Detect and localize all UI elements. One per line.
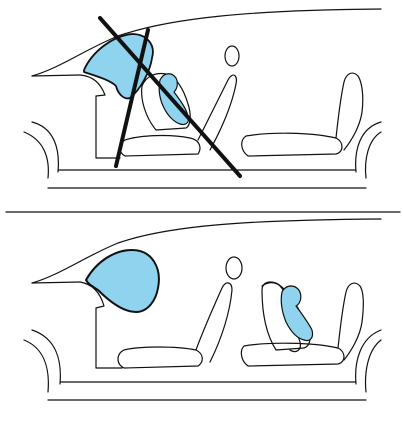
front-wheel-arch-inner (24, 340, 48, 392)
rear-seat-cushion (241, 343, 344, 366)
rear-wheel-arch (356, 122, 381, 172)
car-roof-outline (32, 9, 381, 76)
panel-correct (24, 219, 381, 400)
rear-seat-back-right (338, 283, 363, 360)
front-headrest (226, 257, 242, 279)
front-seat (118, 347, 202, 368)
panel-incorrect (24, 9, 381, 188)
front-headrest (225, 46, 239, 66)
rear-wheel-arch-inner (366, 340, 381, 392)
car-hood-outline (32, 282, 80, 283)
rear-wheel-arch (356, 330, 381, 384)
rear-wheel-arch-inner (366, 132, 381, 178)
front-wheel-arch (32, 330, 60, 384)
child-figure-rear (281, 286, 312, 341)
car-hood-outline (32, 75, 80, 76)
front-seat-back (196, 283, 232, 362)
rear-seat-cushion (242, 133, 342, 156)
car-roof-outline (32, 219, 381, 283)
front-seat-back (198, 75, 236, 150)
rear-seat-back (336, 73, 363, 150)
front-airbag (86, 250, 159, 312)
front-wheel-arch (32, 122, 58, 172)
front-wheel-arch-inner (24, 132, 48, 178)
front-seat (120, 136, 200, 156)
dashboard (80, 75, 120, 158)
